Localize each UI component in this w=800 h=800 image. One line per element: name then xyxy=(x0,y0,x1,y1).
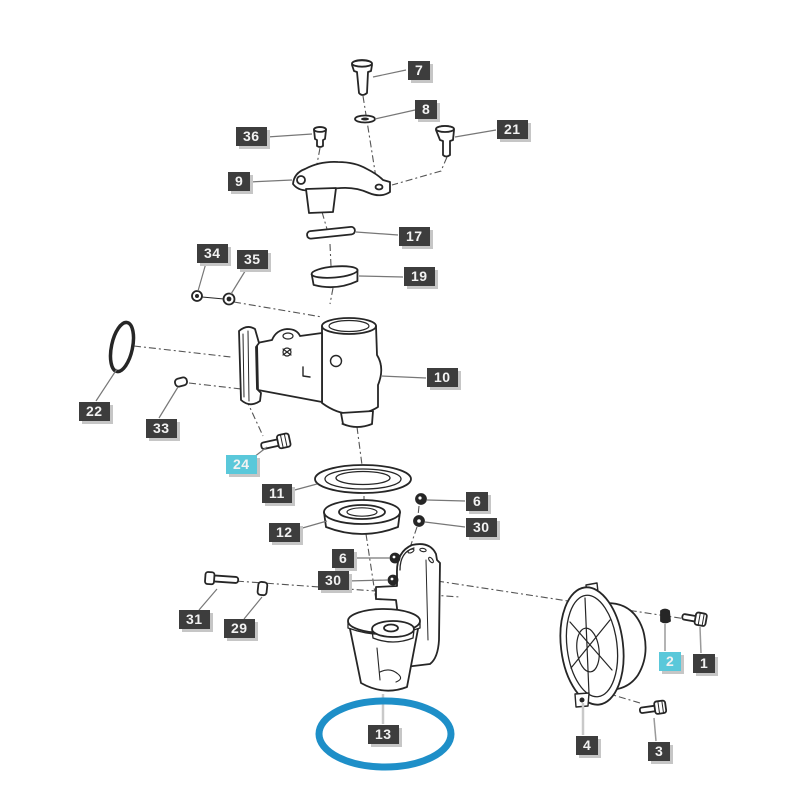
part-label-number: 24 xyxy=(233,456,250,472)
part-6-nut xyxy=(415,493,427,505)
part-label-number: 12 xyxy=(276,524,293,540)
part-3-bolt xyxy=(638,699,668,715)
part-label-33: 33 xyxy=(146,419,177,438)
part-2-washer xyxy=(660,608,671,624)
part-22-o-ring xyxy=(108,320,136,374)
part-7-bolt xyxy=(351,59,373,96)
part-30-washer xyxy=(413,515,425,527)
part-label-36: 36 xyxy=(236,127,267,146)
part-17-pin xyxy=(306,225,356,240)
part-label-number: 30 xyxy=(473,519,490,535)
part-label-2: 2 xyxy=(659,652,682,671)
part-label-29: 29 xyxy=(224,619,255,638)
part-label-10: 10 xyxy=(427,368,458,387)
leader-lines-gray xyxy=(653,624,702,742)
part-label-number: 6 xyxy=(473,493,482,509)
part-label-30: 30 xyxy=(318,571,349,590)
part-label-4: 4 xyxy=(576,736,599,755)
part-label-31: 31 xyxy=(179,610,210,629)
part-label-number: 9 xyxy=(235,173,244,189)
part-label-12: 12 xyxy=(269,523,300,542)
part-label-3: 3 xyxy=(648,742,671,761)
part-1-bolt xyxy=(681,611,708,627)
part-label-number: 6 xyxy=(339,550,348,566)
part-11-seal xyxy=(314,464,412,494)
part-label-35: 35 xyxy=(237,250,268,269)
part-label-1: 1 xyxy=(693,654,716,673)
part-label-number: 21 xyxy=(504,121,521,137)
part-label-number: 36 xyxy=(243,128,260,144)
part-label-34: 34 xyxy=(197,244,228,263)
part-24-bolt xyxy=(260,432,292,450)
part-label-number: 33 xyxy=(153,420,170,436)
part-34-nut xyxy=(191,290,203,302)
part-label-13: 13 xyxy=(368,725,399,744)
part-21-bolt xyxy=(435,125,455,158)
highlight-ellipse xyxy=(315,697,455,771)
part-label-22: 22 xyxy=(79,402,110,421)
part-label-number: 2 xyxy=(666,653,675,669)
part-label-number: 22 xyxy=(86,403,103,419)
part-label-number: 3 xyxy=(655,743,664,759)
part-label-number: 31 xyxy=(186,611,203,627)
part-13-knuckle-housing xyxy=(347,543,441,692)
part-label-number: 30 xyxy=(325,572,342,588)
part-label-11: 11 xyxy=(262,484,292,503)
part-label-7: 7 xyxy=(408,61,431,80)
part-label-30: 30 xyxy=(466,518,497,537)
part-label-21: 21 xyxy=(497,120,528,139)
part-label-8: 8 xyxy=(415,100,438,119)
part-label-number: 17 xyxy=(406,228,423,244)
part-31-bolt xyxy=(204,571,240,586)
part-label-number: 10 xyxy=(434,369,451,385)
part-35-nut xyxy=(222,292,236,306)
part-label-number: 35 xyxy=(244,251,261,267)
part-9-steering-arm xyxy=(292,160,391,214)
part-29-spacer xyxy=(256,581,269,597)
part-label-number: 11 xyxy=(269,485,285,501)
part-33-pin xyxy=(174,376,188,388)
part-label-number: 7 xyxy=(415,62,424,78)
part-label-24: 24 xyxy=(226,455,257,474)
part-label-number: 1 xyxy=(700,655,709,671)
part-label-number: 4 xyxy=(583,737,592,753)
part-6-stud xyxy=(389,552,401,564)
part-label-17: 17 xyxy=(399,227,430,246)
part-label-number: 34 xyxy=(204,245,221,261)
part-label-19: 19 xyxy=(404,267,435,286)
part-label-number: 19 xyxy=(411,268,428,284)
part-30-stud xyxy=(387,574,399,586)
part-10-housing xyxy=(238,317,383,428)
part-19-bushing xyxy=(310,265,359,289)
part-label-6: 6 xyxy=(466,492,489,511)
part-label-number: 29 xyxy=(231,620,248,636)
part-label-9: 9 xyxy=(228,172,251,191)
part-36-plug xyxy=(313,126,327,148)
part-12-bearing xyxy=(323,499,401,535)
part-label-6: 6 xyxy=(332,549,355,568)
leader-lines xyxy=(95,69,497,620)
part-label-number: 8 xyxy=(422,101,431,117)
part-4-cover xyxy=(559,582,647,708)
part-label-number: 13 xyxy=(375,726,392,742)
